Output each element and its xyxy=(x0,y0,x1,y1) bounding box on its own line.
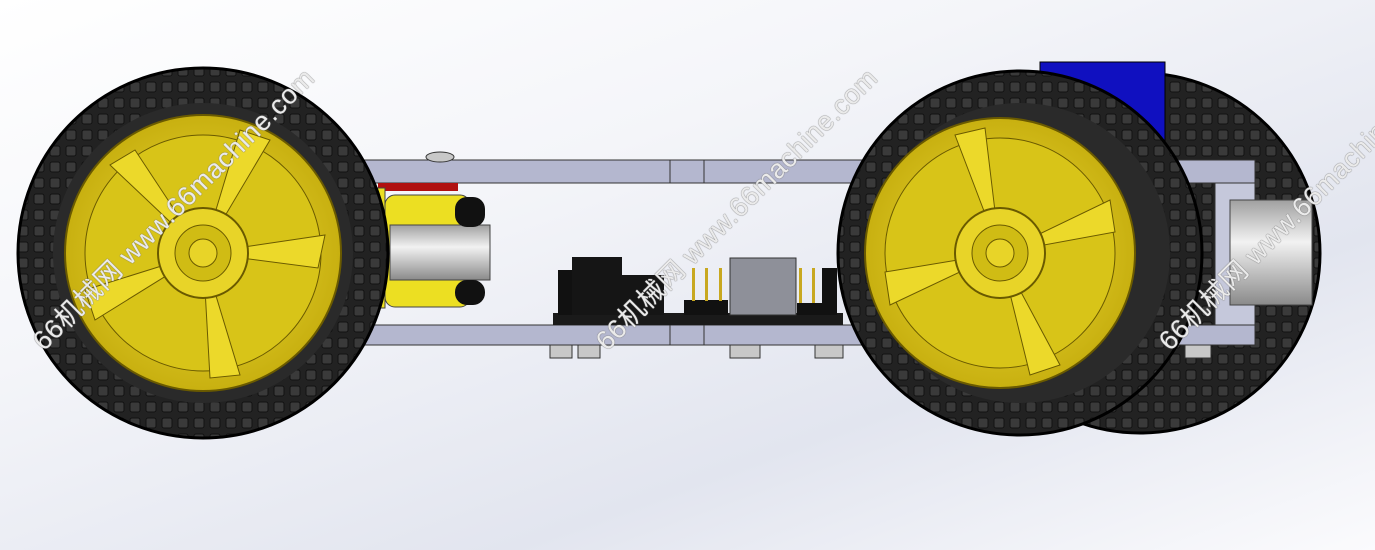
left-wheel xyxy=(16,66,390,440)
circuit-board xyxy=(553,257,843,325)
front-right-wheel xyxy=(836,69,1204,437)
nuts xyxy=(425,151,1212,359)
right-motor xyxy=(1229,199,1313,306)
